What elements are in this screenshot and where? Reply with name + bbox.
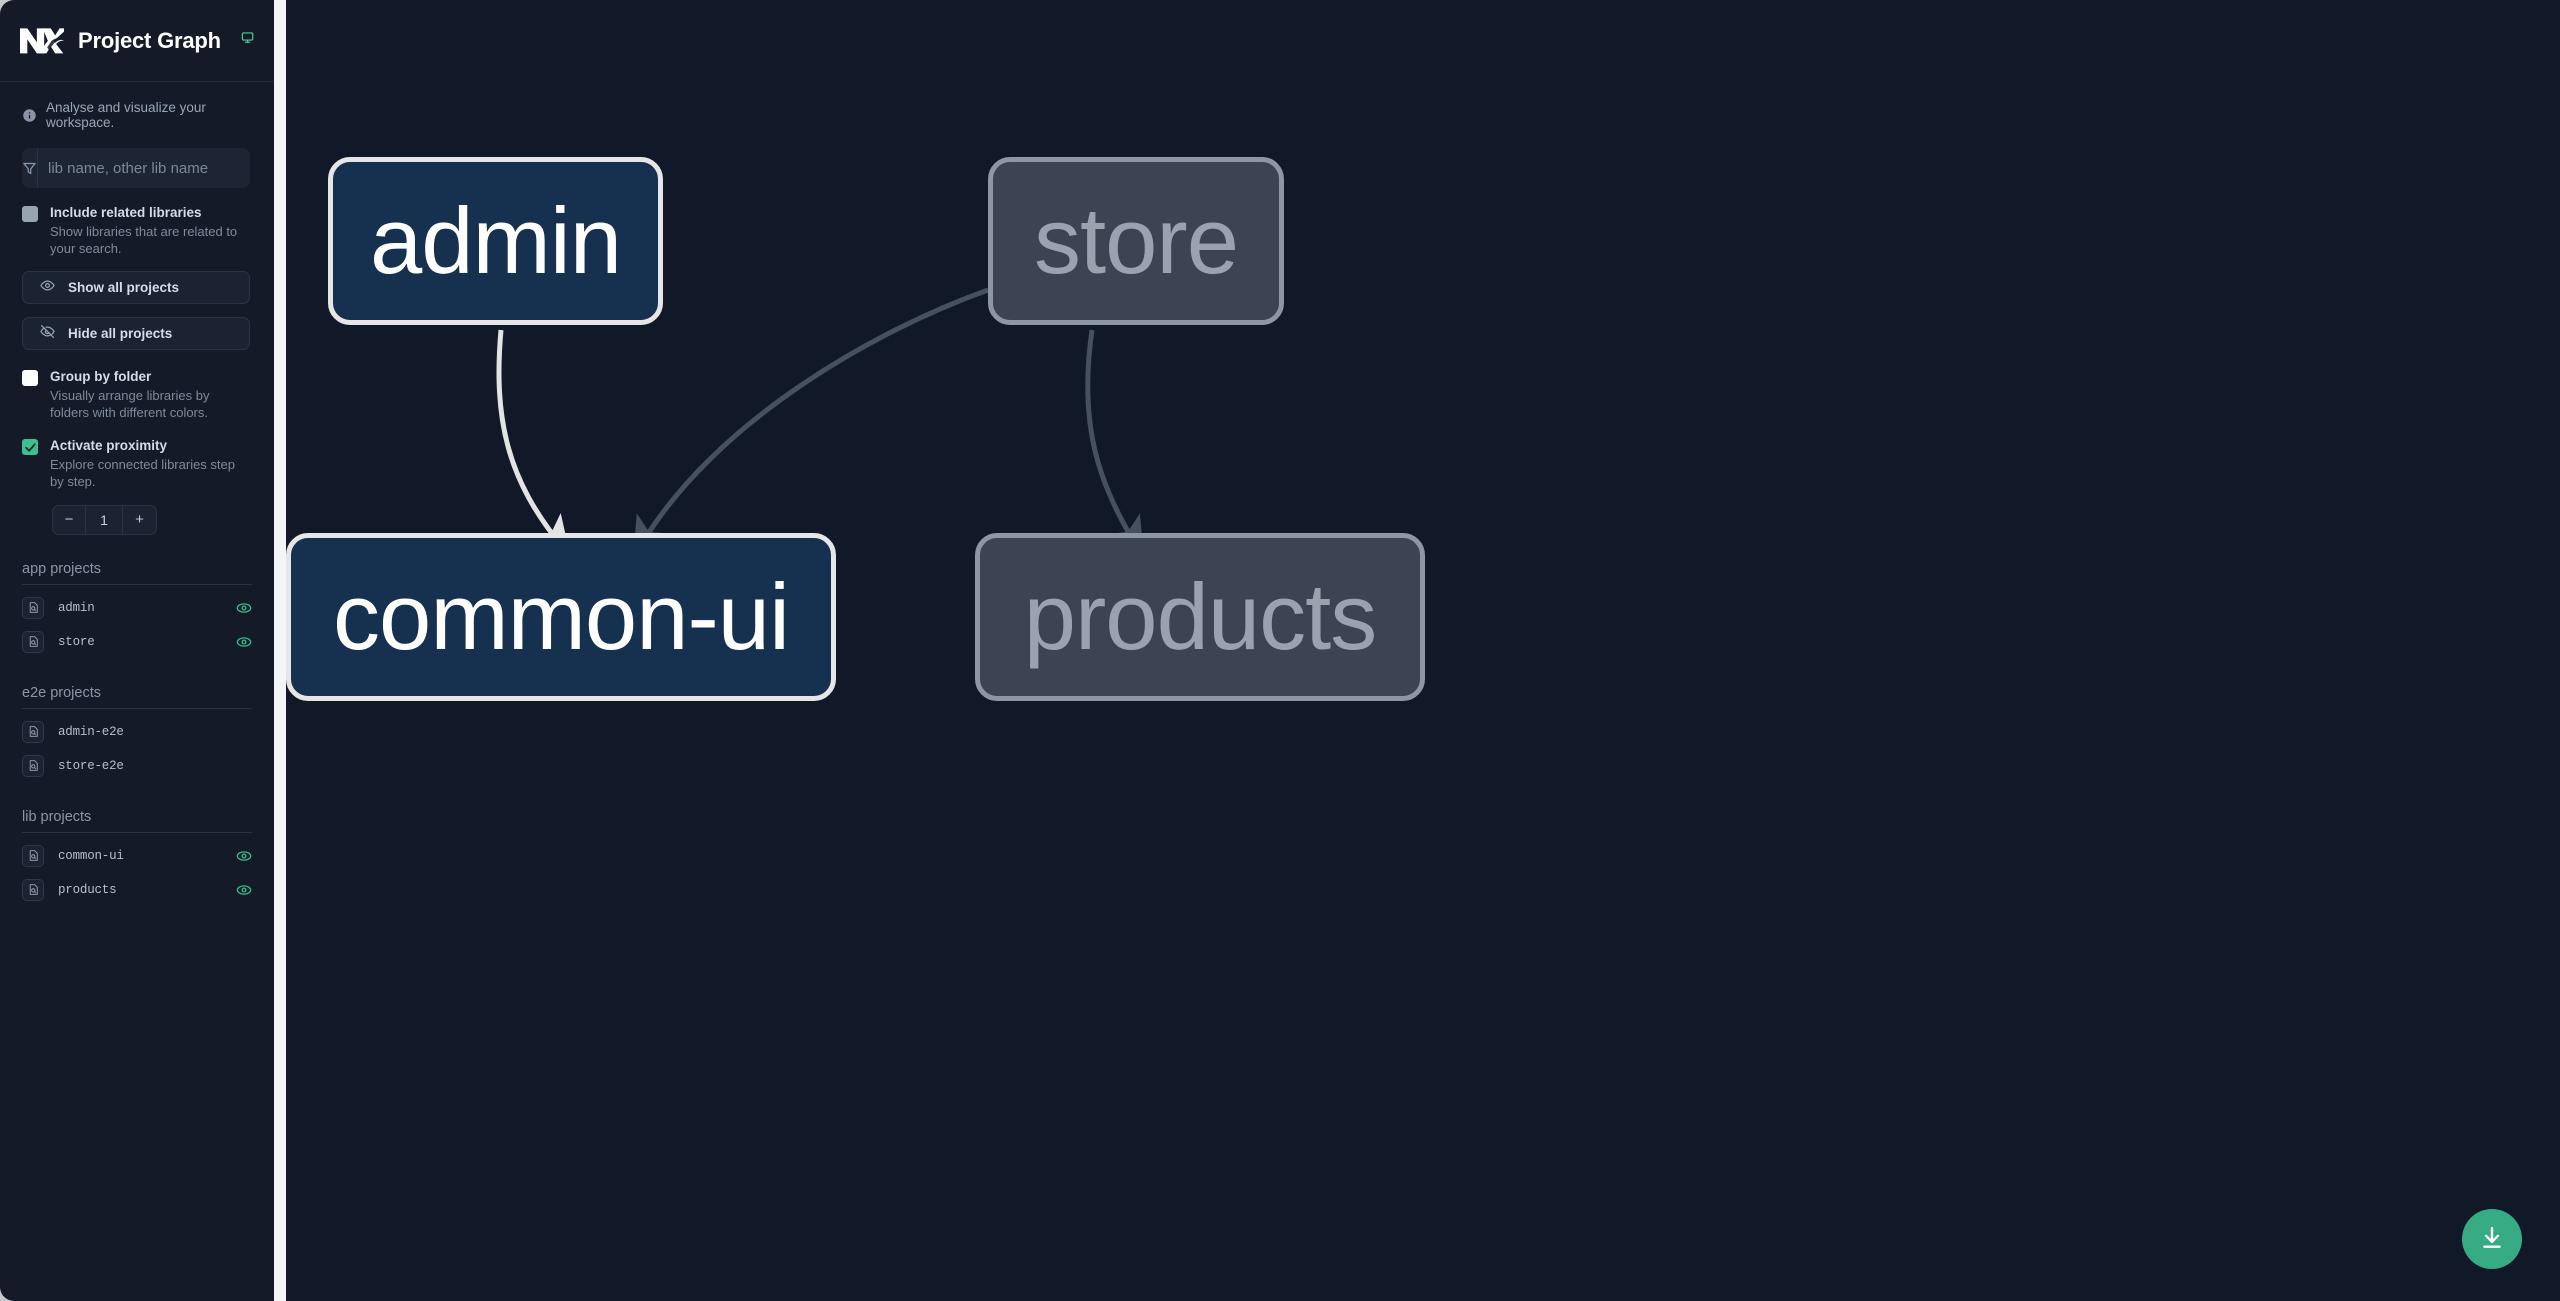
proximity-value: 1 — [86, 505, 123, 534]
project-name: admin — [58, 600, 95, 615]
graph-node-label: store — [1034, 188, 1239, 293]
sidebar-controls: Include related libraries Show libraries… — [0, 144, 274, 535]
include-related-libraries-option[interactable]: Include related libraries Show libraries… — [22, 204, 252, 258]
edge-store-to-common-ui — [633, 287, 989, 558]
project-node-icon — [22, 596, 44, 619]
activate-proximity-description: Explore connected libraries step by step… — [50, 457, 235, 490]
eye-visible-icon[interactable] — [236, 634, 252, 650]
graph-canvas[interactable]: admin store common-ui products — [286, 0, 2560, 1301]
hide-all-projects-button[interactable]: Hide all projects — [22, 316, 250, 350]
download-icon — [2479, 1225, 2505, 1254]
tagline-text: Analyse and visualize your workspace. — [46, 100, 206, 130]
activate-proximity-option[interactable]: Activate proximity Explore connected lib… — [22, 437, 252, 491]
project-name: common-ui — [58, 848, 124, 863]
eye-visible-icon[interactable] — [236, 848, 252, 864]
show-all-projects-button[interactable]: Show all projects — [22, 270, 250, 304]
info-icon — [22, 108, 37, 123]
graph-node-common-ui[interactable]: common-ui — [286, 533, 836, 701]
filter-funnel-icon — [22, 148, 38, 188]
graph-node-label: admin — [369, 188, 622, 293]
graph-node-admin[interactable]: admin — [328, 157, 663, 325]
project-list-item-store-e2e[interactable]: store-e2e — [22, 749, 252, 783]
download-button[interactable] — [2462, 1209, 2522, 1269]
project-list-item-admin-e2e[interactable]: admin-e2e — [22, 715, 252, 749]
project-list-item-admin[interactable]: admin — [22, 591, 252, 625]
project-node-icon — [22, 754, 44, 777]
graph-node-products[interactable]: products — [975, 533, 1425, 701]
sidebar-header: Project Graph — [0, 0, 274, 82]
eye-icon — [40, 278, 55, 296]
activate-proximity-checkbox[interactable] — [22, 439, 38, 456]
project-group-title: e2e projects — [22, 685, 252, 709]
proximity-decrement-button[interactable]: − — [53, 505, 86, 534]
project-group-title: lib projects — [22, 809, 252, 833]
include-related-checkbox[interactable] — [22, 206, 38, 222]
project-name: products — [58, 882, 117, 897]
search-box[interactable] — [22, 148, 250, 188]
group-by-folder-description: Visually arrange libraries by folders wi… — [50, 387, 210, 420]
project-node-icon — [22, 878, 44, 901]
project-list: app projects admin store e2e projects admin-… — [0, 561, 274, 1301]
graph-edges — [496, 287, 1144, 558]
project-node-icon — [22, 720, 44, 743]
sidebar: Project Graph Analyse and visualize your… — [0, 0, 274, 1301]
edge-store-to-products — [1085, 329, 1144, 558]
project-node-icon — [22, 844, 44, 867]
hide-all-projects-label: Hide all projects — [68, 325, 173, 341]
project-node-icon — [22, 630, 44, 653]
sidebar-resize-divider[interactable] — [274, 0, 286, 1301]
eye-visible-icon[interactable] — [236, 882, 252, 898]
graph-node-store[interactable]: store — [988, 157, 1284, 325]
eye-off-icon — [40, 324, 55, 342]
app-title: Project Graph — [78, 27, 221, 53]
project-name: store-e2e — [58, 758, 124, 773]
include-related-label: Include related libraries — [50, 205, 202, 220]
tagline: Analyse and visualize your workspace. — [0, 82, 274, 144]
project-name: admin-e2e — [58, 724, 124, 739]
edge-admin-to-common-ui — [496, 329, 571, 557]
search-input[interactable] — [38, 148, 250, 188]
monitor-icon[interactable] — [241, 31, 254, 51]
group-by-folder-checkbox[interactable] — [22, 369, 38, 386]
project-group-title: app projects — [22, 561, 252, 585]
include-related-description: Show libraries that are related to your … — [50, 224, 238, 257]
group-by-folder-option[interactable]: Group by folder Visually arrange librari… — [22, 368, 252, 422]
show-all-projects-label: Show all projects — [68, 279, 180, 295]
project-name: store — [58, 634, 95, 649]
graph-node-label: common-ui — [333, 564, 790, 669]
proximity-increment-button[interactable]: + — [135, 511, 144, 529]
project-list-item-common-ui[interactable]: common-ui — [22, 839, 252, 873]
group-by-folder-label: Group by folder — [50, 368, 152, 384]
eye-visible-icon[interactable] — [236, 600, 252, 616]
graph-node-label: products — [1023, 564, 1378, 669]
project-list-item-products[interactable]: products — [22, 873, 252, 907]
nx-logo-icon — [20, 24, 68, 58]
activate-proximity-label: Activate proximity — [50, 438, 168, 454]
proximity-stepper[interactable]: − 1 + — [52, 504, 157, 535]
project-list-item-store[interactable]: store — [22, 625, 252, 659]
